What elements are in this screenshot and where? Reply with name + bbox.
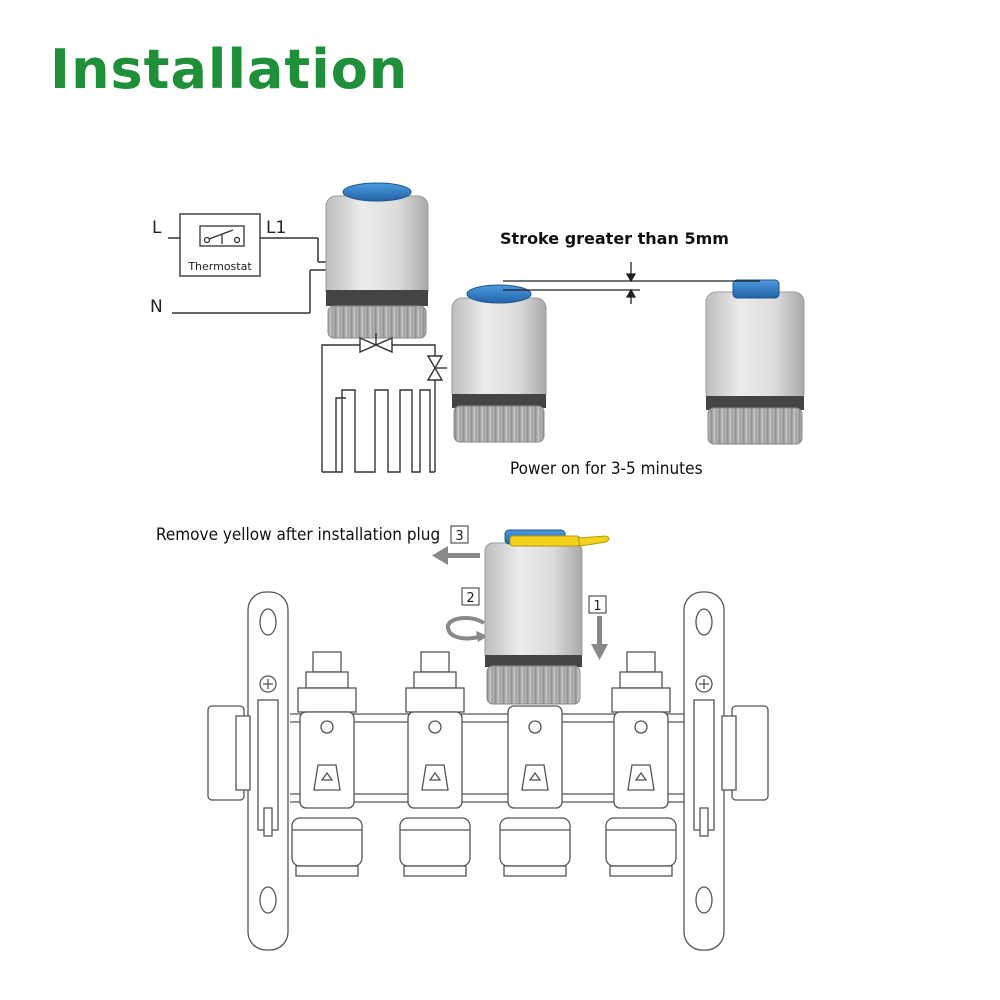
live-out-label: L1 xyxy=(266,218,286,238)
rotate-arrow-icon xyxy=(446,615,486,641)
rotate-arrowhead-icon xyxy=(476,631,488,642)
step-3-badge: 3 xyxy=(450,525,469,544)
floor-heating-loop xyxy=(321,344,436,473)
stroke-indicator xyxy=(503,262,760,304)
valve-icon-vertical xyxy=(426,355,447,381)
thermostat-switch-icon xyxy=(199,225,245,247)
actuator-wired xyxy=(325,182,429,339)
valve-4 xyxy=(605,651,677,877)
arrow-left-icon xyxy=(432,546,480,565)
thermostat-label: Thermostat xyxy=(187,260,252,273)
actuator-installing xyxy=(484,529,610,705)
svg-text:2: 2 xyxy=(466,591,474,606)
wiring-diagram xyxy=(168,237,326,314)
thermostat-box xyxy=(179,213,261,277)
step-1-badge: 1 xyxy=(588,595,607,614)
valve-1 xyxy=(291,651,363,877)
actuator-before-stroke xyxy=(451,284,547,443)
valve-icon-horizontal xyxy=(359,333,393,354)
svg-text:1: 1 xyxy=(593,599,601,614)
stroke-label: Stroke greater than 5mm xyxy=(500,229,729,248)
valve-3 xyxy=(499,705,571,877)
page-title: Installation xyxy=(50,38,409,101)
step-2-badge: 2 xyxy=(461,587,480,606)
live-label: L xyxy=(152,218,162,238)
yellow-plug xyxy=(509,535,581,547)
actuator-after-stroke xyxy=(705,279,805,445)
neutral-label: N xyxy=(150,297,163,317)
manifold xyxy=(207,591,769,951)
valve-2 xyxy=(399,651,471,877)
svg-text:3: 3 xyxy=(455,529,463,544)
remove-plug-label: Remove yellow after installation plug xyxy=(156,525,440,545)
yellow-plug-tab xyxy=(577,535,610,547)
power-on-label: Power on for 3-5 minutes xyxy=(510,459,703,479)
arrow-down-icon xyxy=(591,616,608,660)
